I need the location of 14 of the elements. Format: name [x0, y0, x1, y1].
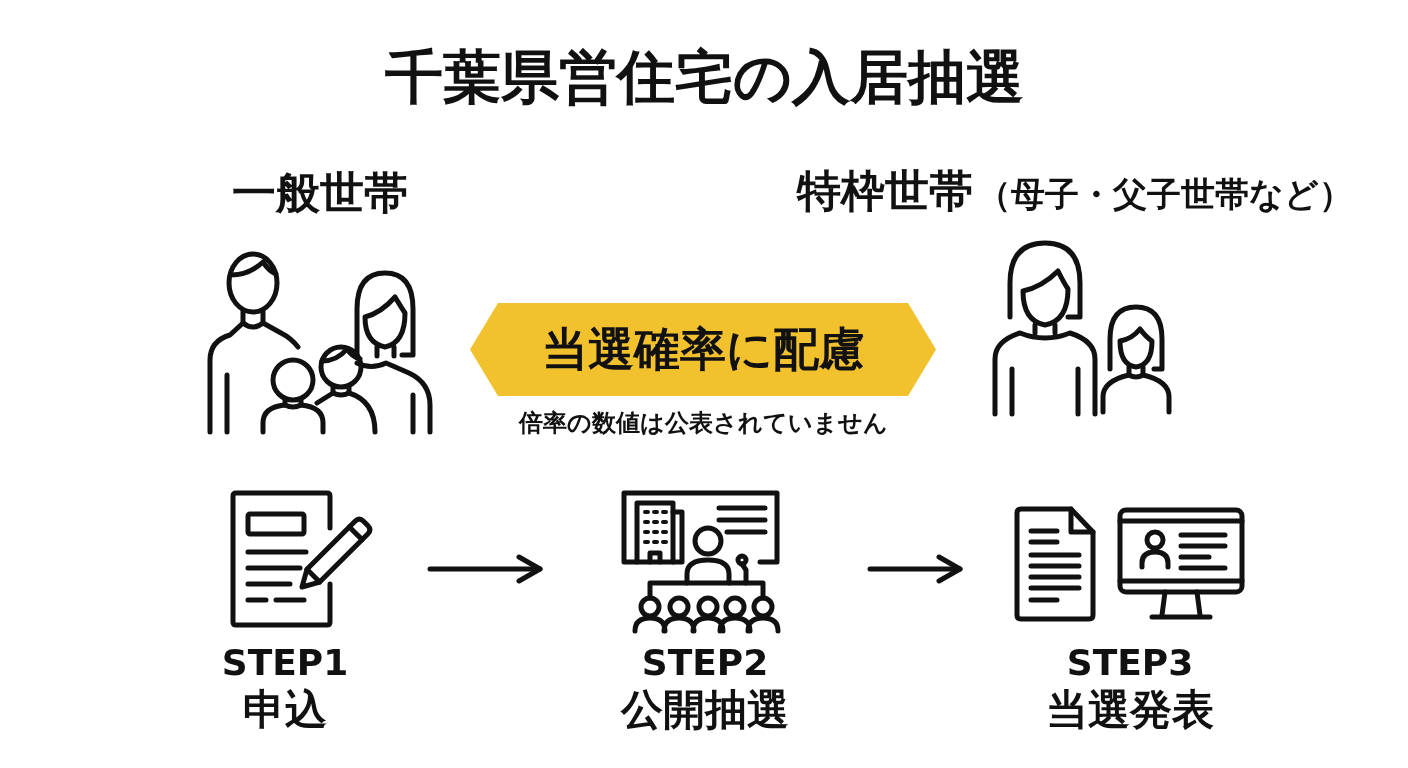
step-number: STEP1 — [221, 642, 349, 684]
arrow — [427, 554, 543, 584]
step-number: STEP3 — [1066, 642, 1194, 684]
group-heading: 特枠世帯 — [797, 166, 973, 217]
heading-note: （母子・父子世帯など） — [977, 175, 1353, 215]
arrow — [867, 554, 963, 584]
step-title: 当選発表 — [1046, 686, 1214, 735]
step-number: STEP2 — [641, 642, 769, 684]
title: 千葉県営住宅の入居抽選 — [384, 44, 1024, 111]
note-text: 倍率の数値は公表されていません — [518, 410, 888, 438]
banner-text: 当選確率に配慮 — [541, 323, 865, 376]
group-heading: 一般世帯 — [232, 168, 408, 219]
step-title: 公開抽選 — [621, 686, 789, 735]
step-title: 申込 — [243, 686, 327, 735]
